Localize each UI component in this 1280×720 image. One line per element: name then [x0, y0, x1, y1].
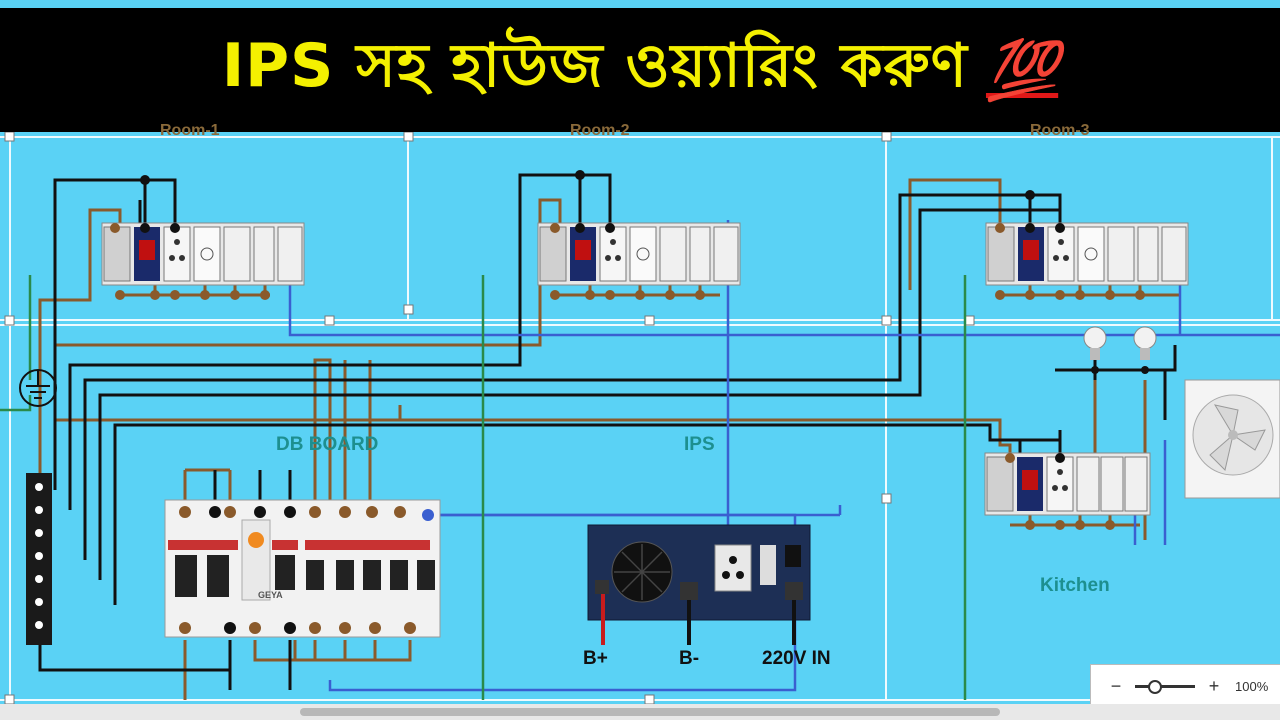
switchboard-kitchen [984, 452, 1151, 516]
room1-label: Room-1 [160, 122, 220, 139]
ips-inverter-unit [587, 524, 811, 621]
switchboard-room2 [537, 222, 741, 286]
bulb-icon-1 [1083, 326, 1107, 360]
zoom-level: 100% [1235, 678, 1269, 694]
breaker-brand: GEYA [258, 590, 283, 600]
db-board-breakers [164, 499, 441, 638]
exhaust-fan-icon [1184, 379, 1280, 499]
phase-dots [140, 170, 1149, 463]
room3-label: Room-3 [1030, 122, 1090, 139]
horizontal-scrollbar[interactable] [0, 704, 1280, 720]
terminal-dots [110, 223, 1145, 530]
zoom-control: − + 100% [1090, 664, 1280, 708]
zoom-slider[interactable] [1135, 679, 1195, 694]
switchboard-room1 [101, 222, 305, 286]
ips-label: IPS [684, 434, 715, 455]
kitchen-label: Kitchen [1040, 575, 1110, 596]
scrollbar-thumb[interactable] [300, 708, 1000, 716]
breaker-dots [179, 506, 416, 634]
hundred-points-icon: 💯 [985, 35, 1059, 104]
breaker-phase-dots [209, 506, 296, 634]
ac-input-label: 220V IN [762, 648, 831, 669]
grid-nodes [4, 131, 975, 705]
ips-output-dot [422, 509, 434, 521]
zoom-in-button[interactable]: + [1208, 675, 1220, 696]
earth-symbol [19, 369, 57, 407]
zoom-out-button[interactable]: − [1110, 675, 1122, 696]
room-grid [0, 136, 1280, 701]
battery-positive-label: B+ [583, 648, 608, 669]
title-banner: IPS সহ হাউজ ওয়্যারিং করুণ 💯 [0, 8, 1280, 132]
switchboard-room3 [985, 222, 1189, 286]
zoom-slider-knob[interactable] [1148, 679, 1162, 694]
neutral-bus-bar [26, 473, 52, 645]
room2-label: Room-2 [570, 122, 630, 139]
ips-cables [601, 594, 796, 645]
earth-wires [0, 275, 967, 700]
db-board-label: DB BOARD [276, 434, 379, 455]
page-title: IPS সহ হাউজ ওয়্যারিং করুণ [221, 31, 968, 101]
battery-negative-label: B- [679, 648, 700, 669]
bulb-icon-2 [1133, 326, 1157, 360]
